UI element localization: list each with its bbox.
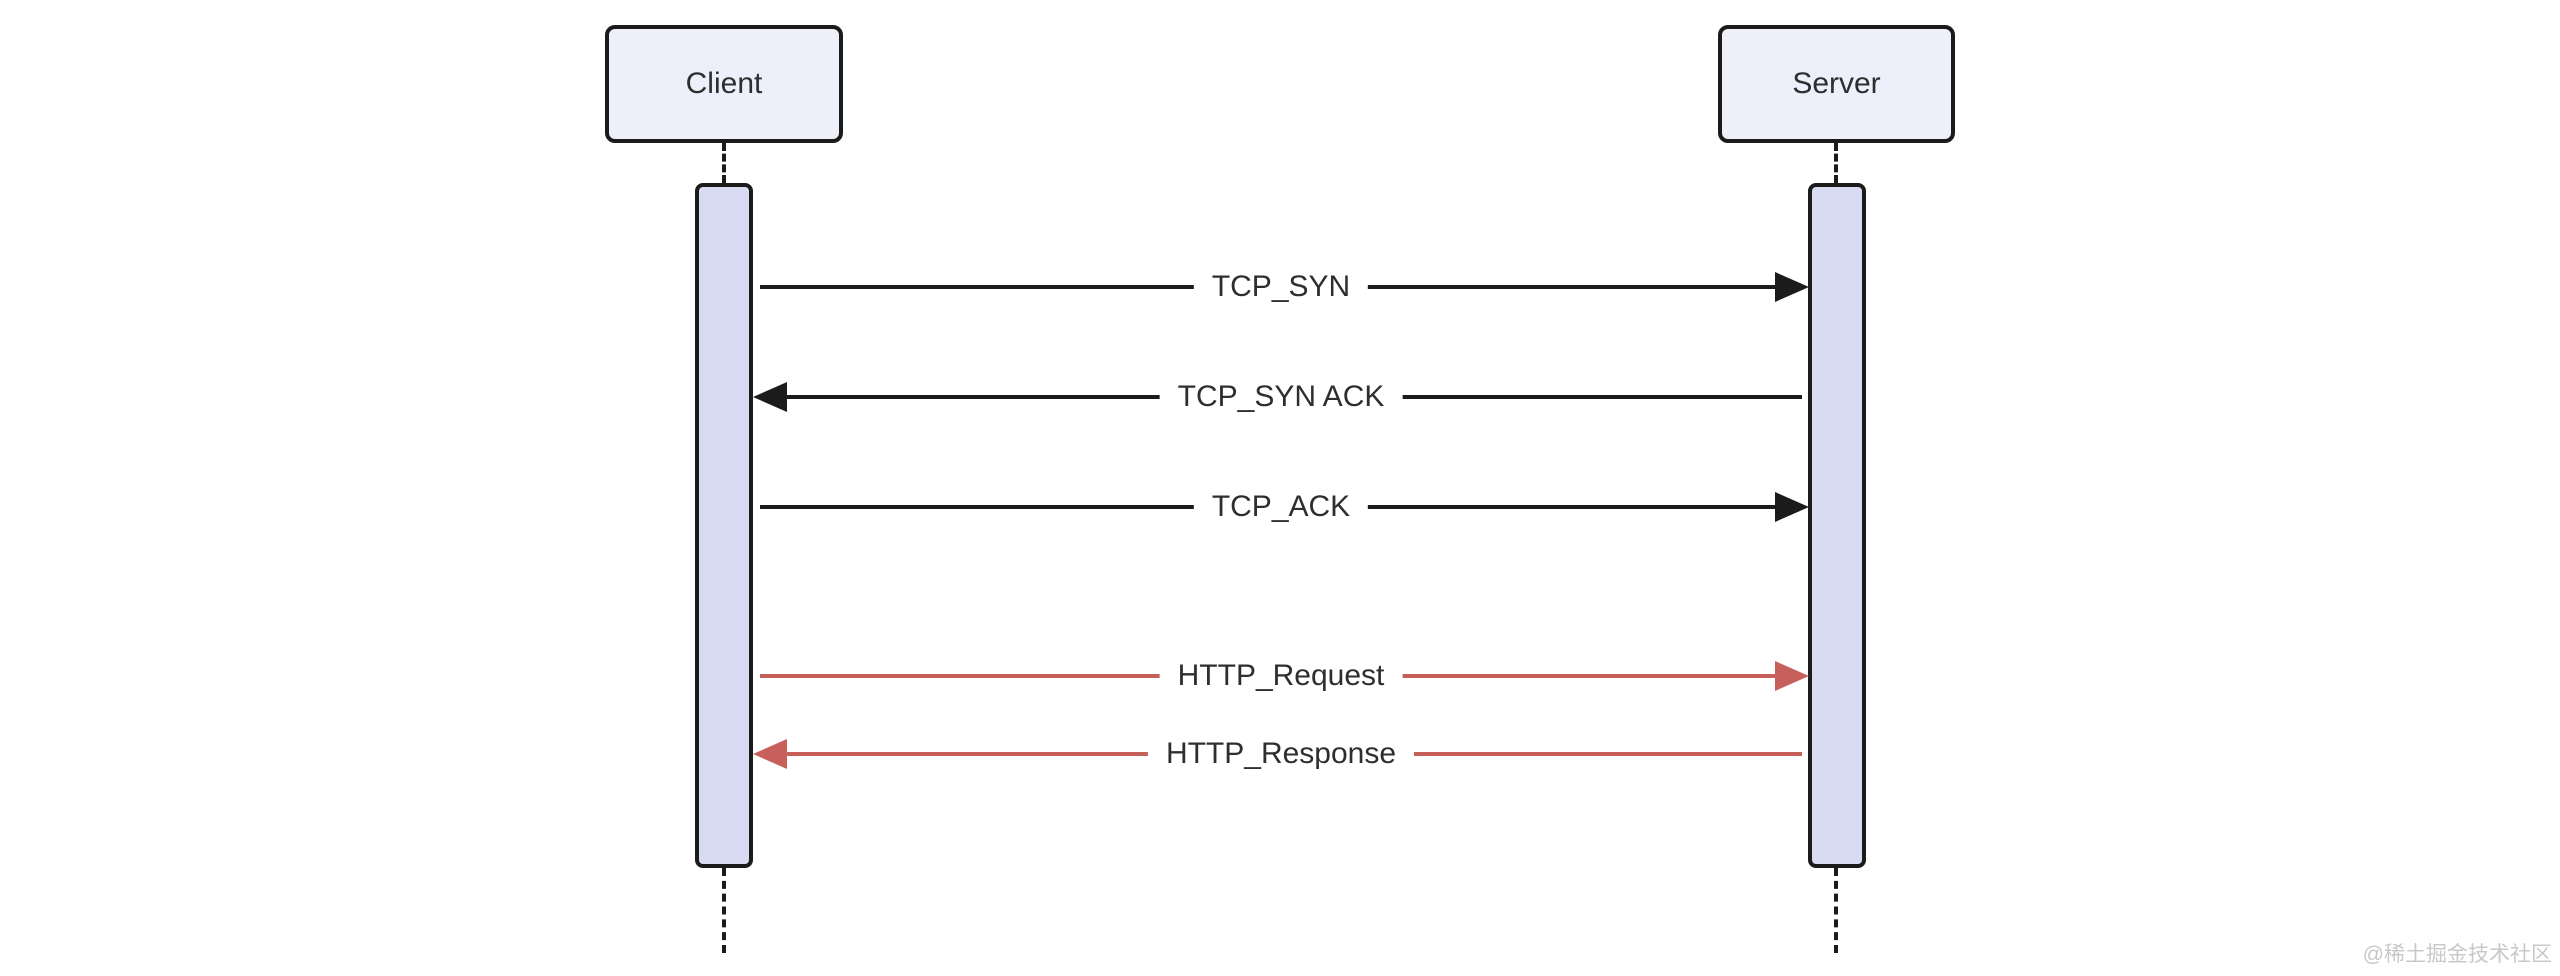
server-lifeline-bottom (1834, 868, 1838, 953)
actor-server: Server (1718, 25, 1955, 143)
arrowhead-right-icon (1775, 272, 1809, 302)
message-label: HTTP_Request (1159, 656, 1403, 696)
client-activation-bar (695, 183, 753, 868)
arrowhead-left-icon (753, 382, 787, 412)
message-label: TCP_ACK (1193, 487, 1369, 527)
arrowhead-right-icon (1775, 492, 1809, 522)
server-lifeline-top (1834, 143, 1838, 183)
client-lifeline-bottom (722, 868, 726, 953)
arrowhead-right-icon (1775, 661, 1809, 691)
message-label: TCP_SYN (1193, 267, 1369, 307)
message-label: TCP_SYN ACK (1159, 377, 1403, 417)
actor-client: Client (605, 25, 843, 143)
message-label: HTTP_Response (1147, 734, 1415, 774)
watermark: @稀土掘金技术社区 (2362, 943, 2552, 966)
actor-server-label: Server (1792, 67, 1881, 100)
arrowhead-left-icon (753, 739, 787, 769)
actor-client-label: Client (685, 67, 763, 100)
client-lifeline-top (722, 143, 726, 183)
server-activation-bar (1808, 183, 1866, 868)
